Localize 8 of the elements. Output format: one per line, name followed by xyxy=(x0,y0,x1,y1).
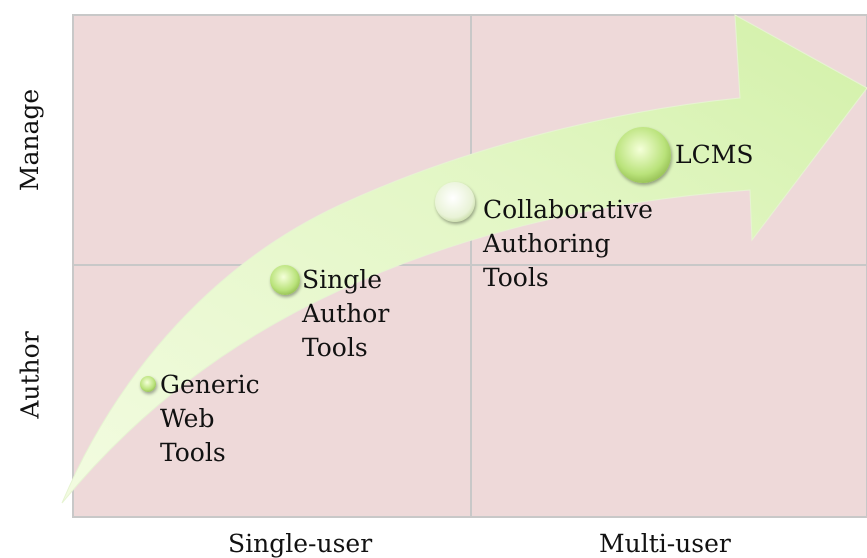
axis-label: Author xyxy=(14,331,46,419)
axis-label: Single-user xyxy=(228,528,372,558)
bubble-label: Collaborative Authoring Tools xyxy=(483,194,654,294)
bubble-label: LCMS xyxy=(675,139,754,171)
axis-label: Manage xyxy=(14,88,46,192)
bubble-label: Generic Web Tools xyxy=(160,369,261,469)
axis-label: Multi-user xyxy=(599,528,731,558)
bubble-label: Single Author Tools xyxy=(302,264,390,364)
